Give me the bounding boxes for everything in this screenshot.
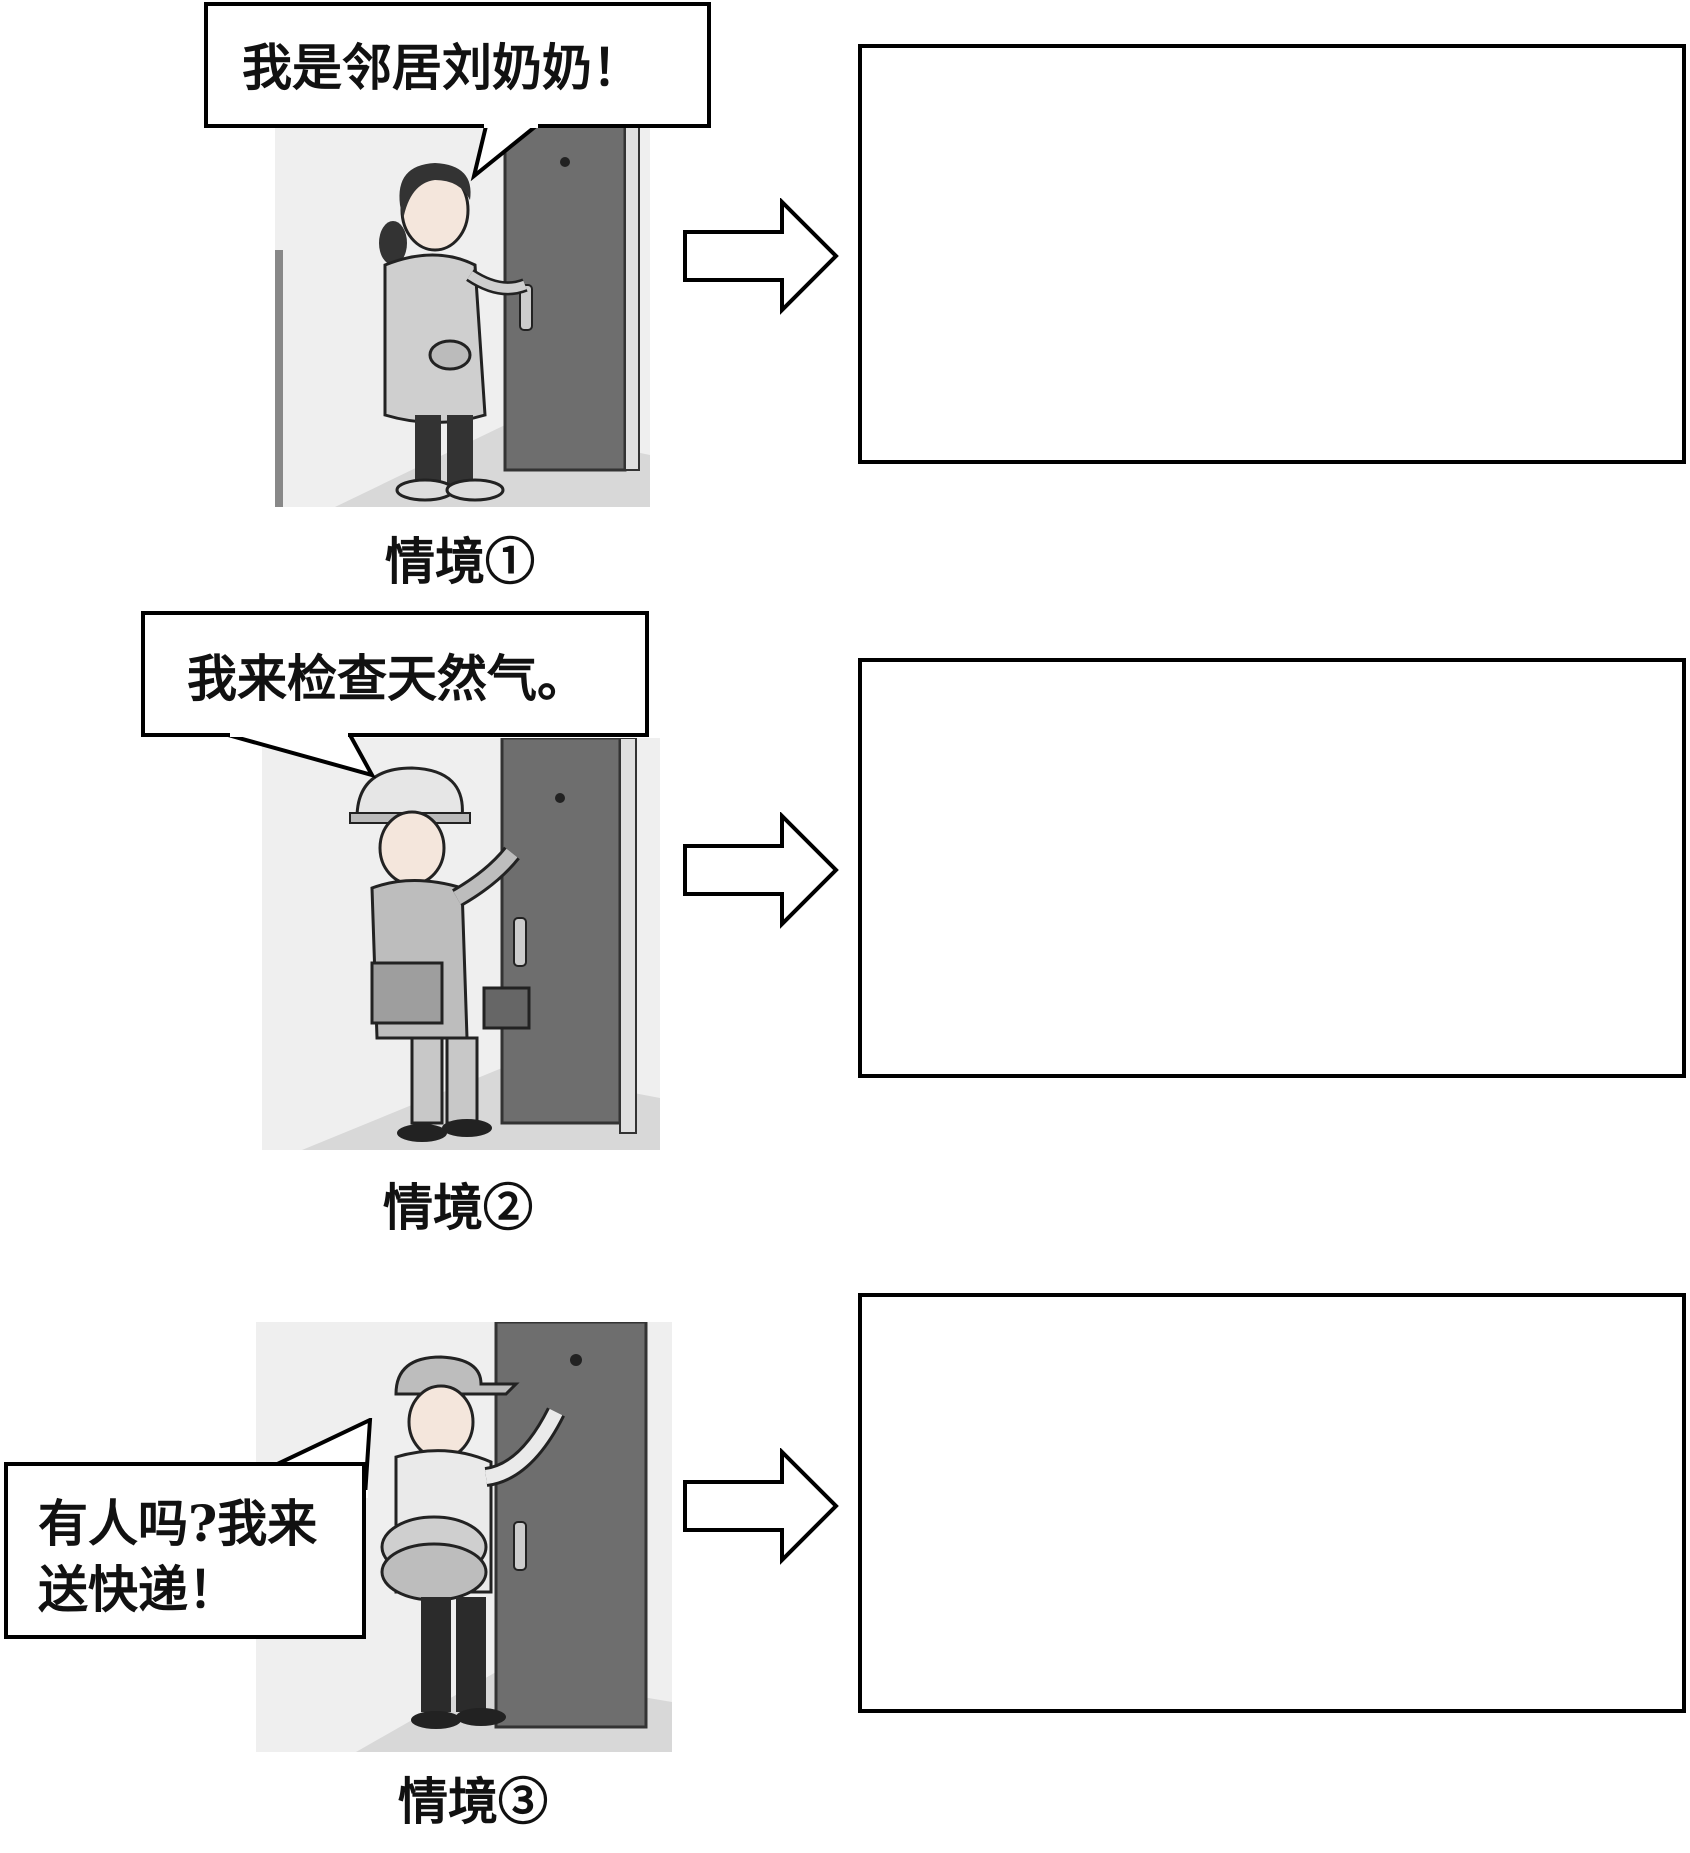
answer-box-2[interactable] <box>858 658 1686 1078</box>
speech-bubble-1-tail <box>470 124 542 182</box>
speech-bubble-1: 我是邻居刘奶奶！ <box>204 2 711 128</box>
arrow-right-icon <box>683 812 839 929</box>
scene-caption-1: 情境① <box>385 532 535 591</box>
speech-bubble-3: 有人吗?我来 送快递！ <box>4 1462 366 1639</box>
answer-box-3[interactable] <box>858 1293 1686 1713</box>
speech-text-2: 我来检查天然气。 <box>187 649 587 708</box>
answer-box-1[interactable] <box>858 44 1686 464</box>
scene-caption-2: 情境② <box>383 1178 533 1237</box>
scene-1-illustration <box>275 125 650 507</box>
scene-2-illustration <box>262 738 660 1150</box>
speech-text-1: 我是邻居刘奶奶！ <box>242 38 642 97</box>
speech-text-3-line2: 送快递！ <box>38 1560 238 1619</box>
speech-bubble-2: 我来检查天然气。 <box>141 611 649 737</box>
grandma-at-door-picture <box>275 125 650 507</box>
speech-bubble-2-tail <box>227 733 377 779</box>
arrow-right-icon <box>683 1448 839 1565</box>
speech-text-3-line1: 有人吗?我来 <box>38 1494 318 1553</box>
scene-caption-3: 情境③ <box>398 1772 548 1831</box>
arrow-right-icon <box>683 198 839 315</box>
gas-inspector-at-door-picture <box>262 738 660 1150</box>
